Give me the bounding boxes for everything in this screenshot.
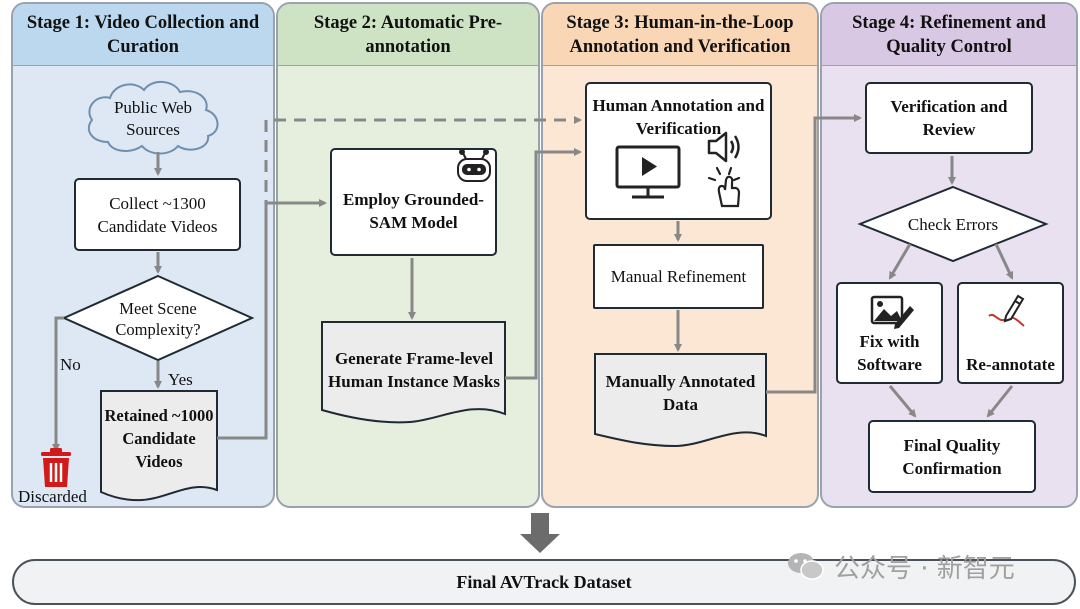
human-annotation-box: Human Annotation and Verification <box>585 82 772 220</box>
verification-review-box: Verification and Review <box>865 82 1033 154</box>
grounded-sam-box: Employ Grounded-SAM Model <box>330 148 497 256</box>
stage-1-title: Stage 1: Video Collection and Curation <box>13 4 273 66</box>
manual-refinement-box: Manual Refinement <box>593 244 764 309</box>
wechat-icon <box>788 553 824 580</box>
yes-label: Yes <box>168 370 193 389</box>
watermark-text: 公众号 · 新智元 <box>834 553 1015 584</box>
watermark: 公众号 · 新智元 <box>786 549 1015 584</box>
down-arrow-icon <box>520 513 560 553</box>
frame-masks-doc: Generate Frame-level Human Instance Mask… <box>328 349 500 391</box>
check-errors-decision: Check Errors <box>907 214 999 234</box>
scene-complexity-decision: Meet Scene Complexity? <box>115 299 201 339</box>
collect-videos-box: Collect ~1300 Candidate Videos <box>74 178 241 251</box>
final-dataset-bar: Final AVTrack Dataset <box>12 559 1076 605</box>
retained-videos-doc: Retained ~1000 Candidate Videos <box>104 405 214 471</box>
discarded-label: Discarded <box>18 487 87 506</box>
stage-3-title: Stage 3: Human-in-the-Loop Annotation an… <box>543 4 817 66</box>
stage-4-title: Stage 4: Refinement and Quality Control <box>822 4 1076 66</box>
final-quality-box: Final Quality Confirmation <box>868 420 1036 493</box>
public-web-sources-cloud: Public Web Sources <box>113 98 193 139</box>
fix-software-box: Fix with Software <box>836 282 943 384</box>
no-label: No <box>60 355 81 374</box>
stage-2-title: Stage 2: Automatic Pre-annotation <box>278 4 538 66</box>
reannotate-box: Re-annotate <box>957 282 1064 384</box>
annotated-data-doc: Manually Annotated Data <box>605 372 756 414</box>
